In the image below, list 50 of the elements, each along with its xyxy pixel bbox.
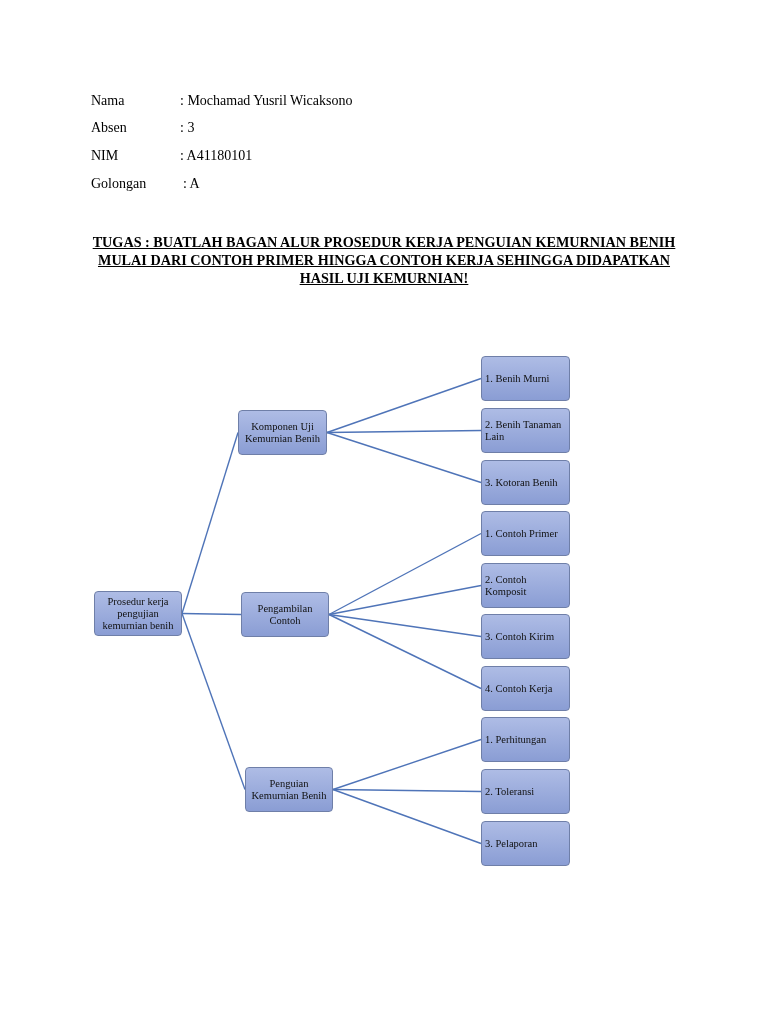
connector-line bbox=[326, 377, 482, 434]
process-box bbox=[481, 666, 570, 711]
box-label: 2. Contoh Komposit bbox=[485, 573, 528, 598]
process-box bbox=[481, 460, 570, 505]
box-label: 4. Contoh Kerja bbox=[485, 682, 553, 695]
process-box bbox=[481, 614, 570, 659]
box-label: Pengambilan Contoh bbox=[256, 602, 314, 627]
connector-line bbox=[326, 429, 482, 434]
field-label: NIM bbox=[91, 148, 119, 164]
field-value: : A41180101 bbox=[180, 148, 253, 164]
process-box bbox=[481, 356, 570, 401]
connector-line bbox=[181, 431, 239, 615]
box-label: Penguian Kemurnian Benih bbox=[250, 777, 328, 802]
title: TUGAS : BUATLAH BAGAN ALUR PROSEDUR KERJA PENGUIAN KEMURNIAN BENIH MULAI DARI CONTOH PRIMER HINGGA CONTOH KERJA SEHINGGA DIDAPATKAN HASIL UJI KEMURNIAN! bbox=[91, 233, 677, 287]
box-label: 3. Pelaporan bbox=[485, 837, 538, 850]
connector-line bbox=[328, 613, 482, 638]
box-label: Prosedur kerja pengujian kemurnian benih bbox=[101, 595, 175, 632]
process-box bbox=[481, 717, 570, 762]
box-label: 3. Contoh Kirim bbox=[485, 630, 555, 643]
process-box bbox=[94, 591, 182, 636]
connector-line bbox=[328, 613, 482, 690]
box-label: 1. Contoh Primer bbox=[485, 527, 558, 540]
box-label: 3. Kotoran Benih bbox=[485, 476, 558, 489]
field-label: Golongan bbox=[91, 176, 147, 192]
connector-line bbox=[332, 738, 482, 791]
process-box bbox=[481, 563, 570, 608]
box-label: 2. Toleransi bbox=[485, 785, 535, 798]
process-box bbox=[481, 511, 570, 556]
connector-line bbox=[332, 788, 482, 793]
box-label: 1. Benih Murni bbox=[485, 372, 550, 385]
box-label: Komponen Uji Kemurnian Benih bbox=[244, 420, 321, 445]
connector-line bbox=[181, 612, 246, 791]
field-label: Nama bbox=[91, 93, 125, 109]
box-label: 2. Benih Tanaman Lain bbox=[485, 418, 563, 443]
process-box bbox=[481, 769, 570, 814]
process-box bbox=[481, 408, 570, 453]
connector-line bbox=[328, 584, 482, 616]
field-value: : Mochamad Yusril Wicaksono bbox=[180, 93, 353, 109]
connector-line bbox=[328, 532, 482, 616]
field-value: : 3 bbox=[180, 120, 195, 136]
process-box bbox=[245, 767, 333, 812]
connector-line bbox=[181, 612, 242, 616]
field-label: Absen bbox=[91, 120, 127, 136]
field-value: : A bbox=[183, 176, 200, 192]
process-box bbox=[238, 410, 327, 455]
process-box bbox=[241, 592, 329, 637]
box-label: 1. Perhitungan bbox=[485, 733, 547, 746]
connector-line bbox=[326, 431, 482, 484]
connector-line bbox=[332, 788, 482, 845]
process-box bbox=[481, 821, 570, 866]
